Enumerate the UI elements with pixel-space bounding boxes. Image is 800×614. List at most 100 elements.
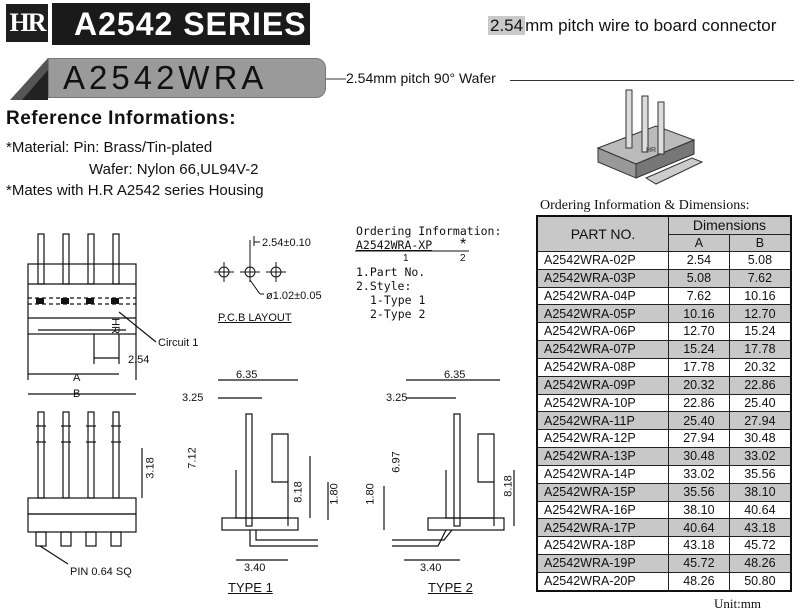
t1-dim-3-25: 3.25 bbox=[182, 392, 204, 404]
dim-a-cell: 45.72 bbox=[668, 554, 730, 573]
type1-label: TYPE 1 bbox=[228, 580, 273, 595]
dim-a-cell: 30.48 bbox=[668, 447, 730, 466]
part-cell: A2542WRA-04P bbox=[536, 286, 669, 306]
dim-a-label: A bbox=[73, 372, 81, 384]
part-cell: A2542WRA-10P bbox=[536, 393, 669, 413]
dim-b-cell: 43.18 bbox=[728, 518, 792, 538]
part-cell: A2542WRA-03P bbox=[536, 268, 669, 288]
pcb-layout-label: P.C.B LAYOUT bbox=[218, 312, 292, 324]
dim-b-cell: 45.72 bbox=[728, 536, 792, 556]
part-cell: A2542WRA-06P bbox=[536, 322, 669, 342]
t1-dim-7-12: 7.12 bbox=[186, 447, 199, 469]
dim-b-cell: 17.78 bbox=[728, 340, 792, 359]
ordering-underline bbox=[355, 250, 469, 252]
dim-a-cell: 33.02 bbox=[668, 464, 730, 484]
dim-b-cell: 30.48 bbox=[728, 429, 792, 449]
dim-2-54: 2.54 bbox=[128, 354, 150, 366]
t2-dim-3-40: 3.40 bbox=[420, 562, 442, 574]
pcb-layout-drawing bbox=[214, 236, 286, 295]
table-title: Ordering Information & Dimensions: bbox=[540, 198, 750, 213]
dim-b-cell: 35.56 bbox=[728, 464, 792, 484]
header-divider bbox=[510, 80, 794, 81]
material-wafer: Wafer: Nylon 66,UL94V-2 bbox=[89, 161, 259, 178]
t1-dim-6-35: 6.35 bbox=[236, 369, 258, 381]
mates-with: *Mates with H.R A2542 series Housing bbox=[6, 182, 264, 199]
t2-dim-3-25: 3.25 bbox=[386, 392, 408, 404]
dim-a-cell: 35.56 bbox=[668, 482, 730, 502]
ordering-style: 2.Style: bbox=[356, 279, 412, 293]
part-cell: A2542WRA-05P bbox=[536, 304, 669, 324]
dim-b-cell: 27.94 bbox=[728, 411, 792, 431]
dim-a-cell: 15.24 bbox=[668, 340, 730, 359]
dim-b-cell: 25.40 bbox=[728, 393, 792, 413]
part-cell: A2542WRA-11P bbox=[536, 411, 669, 431]
svg-text:HR: HR bbox=[109, 318, 121, 334]
dim-a-cell: 20.32 bbox=[668, 375, 730, 395]
dim-b-cell: 50.80 bbox=[728, 571, 792, 592]
ordering-type1: 1-Type 1 bbox=[370, 293, 426, 307]
part-cell: A2542WRA-07P bbox=[536, 340, 669, 359]
dim-a-cell: 38.10 bbox=[668, 500, 730, 520]
unit-label: Unit:mm bbox=[714, 596, 761, 611]
circuit-label: Circuit 1 bbox=[158, 337, 199, 349]
bottom-view-drawing bbox=[27, 393, 143, 565]
dim-b-cell: 7.62 bbox=[728, 268, 792, 288]
ordering-num1: 1 bbox=[403, 253, 409, 264]
dim-a-cell: 25.40 bbox=[668, 411, 730, 431]
reference-title: Reference Informations: bbox=[6, 108, 237, 129]
t2-dim-8-18: 8.18 bbox=[502, 475, 515, 497]
type1-side-drawing bbox=[218, 379, 329, 561]
dim-b-cell: 10.16 bbox=[728, 286, 792, 306]
dim-a-cell: 2.54 bbox=[668, 251, 730, 270]
t2-dim-6-97: 6.97 bbox=[390, 451, 403, 473]
series-title: A2542 SERIES bbox=[52, 3, 310, 45]
t1-dim-8-18: 8.18 bbox=[292, 481, 305, 503]
part-cell: A2542WRA-19P bbox=[536, 554, 669, 573]
ordering-type2: 2-Type 2 bbox=[370, 307, 426, 321]
header-part-no: PART NO. bbox=[536, 215, 669, 252]
part-cell: A2542WRA-20P bbox=[536, 571, 669, 592]
dim-b-cell: 22.86 bbox=[728, 375, 792, 395]
ordering-part-no: 1.Part No. bbox=[356, 265, 426, 279]
tagline-highlight: 2.54 bbox=[488, 16, 526, 35]
part-cell: A2542WRA-12P bbox=[536, 429, 669, 449]
dim-b-cell: 5.08 bbox=[728, 251, 792, 270]
model-triangle-icon bbox=[10, 58, 48, 100]
tagline-rest: mm pitch wire to board connector bbox=[525, 16, 777, 35]
dim-a-cell: 10.16 bbox=[668, 304, 730, 324]
header-a: A bbox=[668, 233, 730, 252]
ordering-code: A2542WRA-XP bbox=[356, 238, 433, 252]
dim-a-cell: 17.78 bbox=[668, 357, 730, 377]
ordering-title: Ordering Information: bbox=[356, 224, 502, 238]
part-cell: A2542WRA-15P bbox=[536, 482, 669, 502]
part-cell: A2542WRA-17P bbox=[536, 518, 669, 538]
header-b: B bbox=[728, 233, 792, 252]
dim-a-cell: 22.86 bbox=[668, 393, 730, 413]
type2-side-drawing bbox=[383, 379, 515, 561]
t1-dim-1-80: 1.80 bbox=[328, 483, 341, 505]
material-pin: *Material: Pin: Brass/Tin-plated bbox=[6, 139, 213, 156]
brand-logo: HR bbox=[6, 4, 48, 42]
dim-b-label: B bbox=[73, 388, 81, 400]
dim-b-cell: 15.24 bbox=[728, 322, 792, 342]
dim-b-cell: 48.26 bbox=[728, 554, 792, 573]
dim-b-cell: 20.32 bbox=[728, 357, 792, 377]
pitch-dimension: 2.54±0.10 bbox=[262, 237, 311, 249]
